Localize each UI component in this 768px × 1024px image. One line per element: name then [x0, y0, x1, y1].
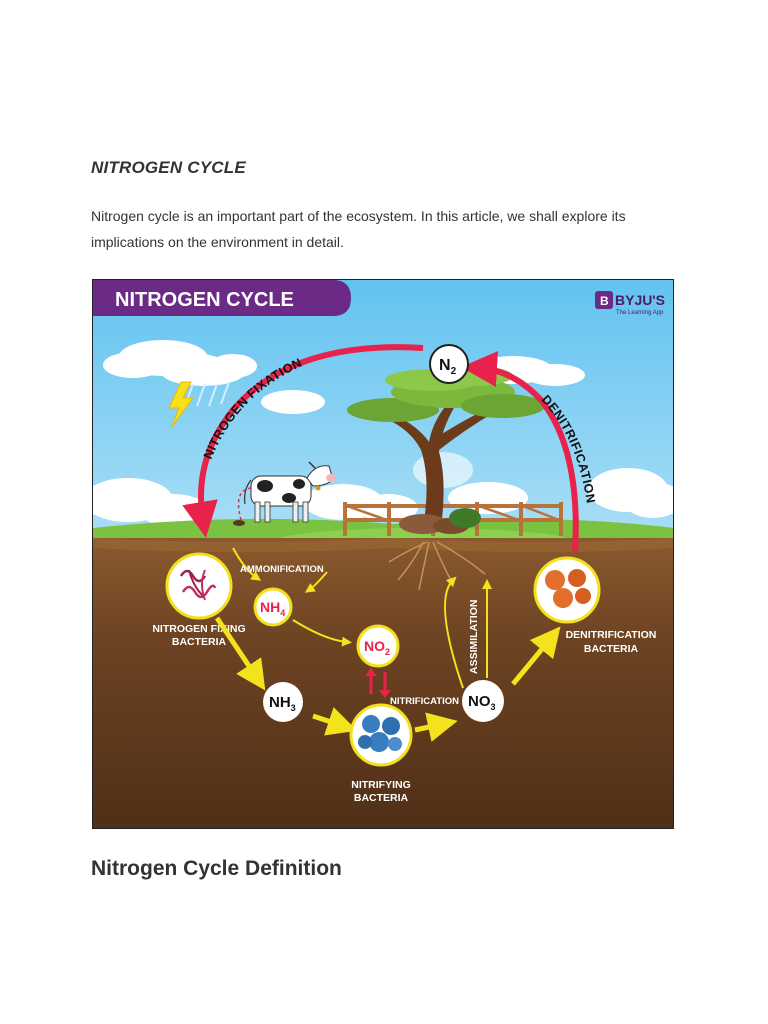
fixing-bacteria-label-2: BACTERIA [172, 636, 227, 648]
subheading: Nitrogen Cycle Definition [91, 857, 342, 881]
nh3-node: NH3 [263, 682, 303, 722]
nitrifying-bacteria [351, 705, 411, 765]
nitrifying-label-1: NITRIFYING [351, 779, 411, 791]
nitrogen-cycle-diagram: NITROGEN CYCLE B BYJU'S The Learning App [92, 279, 674, 829]
banner-title: NITROGEN CYCLE [115, 289, 294, 311]
nitrification-label: NITRIFICATION [390, 696, 459, 707]
svg-text:B: B [600, 294, 609, 308]
n2-node: N2 [430, 345, 468, 383]
nh4-node: NH4 [255, 589, 291, 625]
brand-tagline: The Learning App [616, 310, 664, 316]
section-heading: NITROGEN CYCLE [91, 158, 246, 178]
assimilation-label: ASSIMILATION [468, 600, 480, 674]
denit-bacteria-label-2: BACTERIA [584, 643, 639, 655]
denitrification-bacteria [535, 558, 599, 622]
no2-node: NO2 [358, 626, 398, 666]
no3-node: NO3 [462, 680, 504, 722]
ammonification-label: AMMONIFICATION [240, 564, 324, 575]
denit-bacteria-label-1: DENITRIFICATION [566, 629, 657, 641]
nitrifying-label-2: BACTERIA [354, 792, 409, 804]
brand-name: BYJU'S [615, 292, 665, 308]
nitrogen-fixing-bacteria [167, 554, 231, 618]
fixing-bacteria-label-1: NITROGEN FIXING [152, 623, 245, 635]
intro-paragraph: Nitrogen cycle is an important part of t… [91, 203, 691, 255]
